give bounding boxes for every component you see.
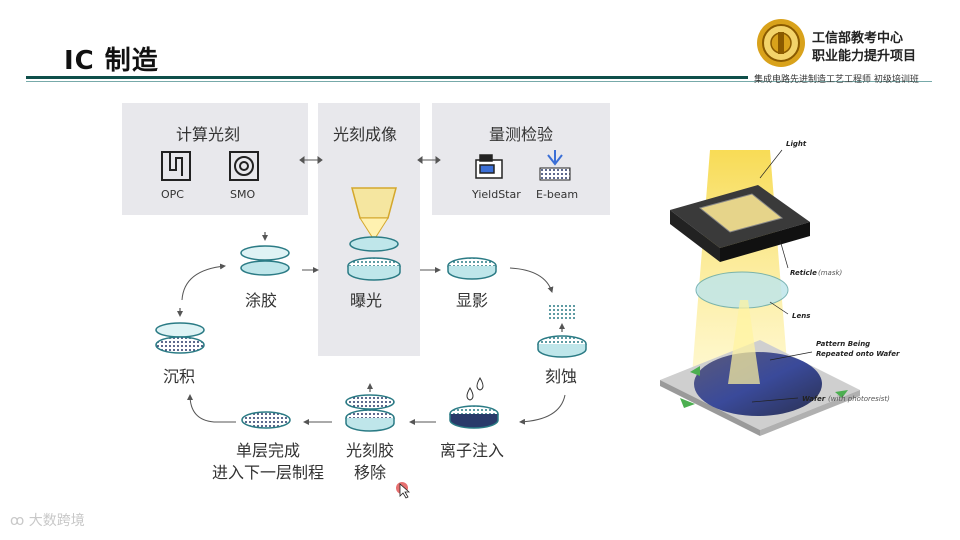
step-label-next-layer: 单层完成 进入下一层制程: [202, 440, 334, 484]
step-label-strip-line-1: 光刻胶: [345, 441, 394, 460]
deposition-wafer-icon: [155, 308, 205, 354]
org-line-1: 工信部教考中心: [812, 31, 904, 46]
coating-wafer-icon: [240, 232, 290, 276]
watermark: ꝏ 大数跨境: [10, 510, 85, 530]
mouse-cursor-icon: [396, 482, 411, 499]
develop-wafer-icon: [447, 257, 497, 280]
lithography-illustration: [660, 149, 860, 436]
tool-label-opc: OPC: [161, 188, 184, 201]
label-pattern-line-1: Pattern Being: [816, 340, 870, 348]
tool-label-ebeam: E-beam: [536, 188, 579, 201]
panel-title-computational-lithography: 计算光刻: [176, 125, 241, 144]
title-underline: [26, 76, 748, 79]
step-label-next-layer-line-1: 单层完成: [235, 441, 300, 460]
step-label-develop: 显影: [456, 291, 489, 310]
panel-metrology: [432, 103, 610, 215]
step-label-next-layer-line-2: 进入下一层制程: [211, 463, 324, 482]
emblem-logo-icon: [757, 19, 805, 67]
tool-label-smo: SMO: [230, 188, 256, 201]
title-underline-thin: [26, 81, 932, 82]
organization-name: 工信部教考中心 职业能力提升项目: [812, 30, 916, 66]
step-label-exposure: 曝光: [350, 291, 383, 310]
ebeam-icon: [539, 150, 571, 181]
label-reticle: Reticle: [790, 269, 817, 277]
panel-title-metrology: 量测检验: [489, 125, 554, 144]
panel-title-lithography-imaging: 光刻成像: [333, 125, 398, 144]
step-label-coating: 涂胶: [245, 291, 278, 310]
label-pattern-line-2: Repeated onto Wafer: [816, 350, 900, 358]
exposure-light-icon: [347, 187, 401, 281]
label-lens: Lens: [792, 312, 810, 320]
strip-wafer-icon: [345, 383, 395, 432]
panel-computational-lithography: [122, 103, 308, 215]
step-label-implant: 离子注入: [440, 441, 505, 460]
opc-icon: [161, 151, 191, 181]
step-label-deposition: 沉积: [163, 367, 196, 386]
watermark-text: 大数跨境: [28, 513, 85, 529]
tool-label-yieldstar: YieldStar: [472, 188, 521, 201]
implant-wafer-icon: [449, 377, 499, 429]
step-label-etch: 刻蚀: [545, 367, 578, 386]
label-wafer-note: (with photoresist): [828, 395, 890, 403]
label-wafer: Wafer: [802, 395, 826, 403]
smo-icon: [229, 151, 259, 181]
double-arrow-icon: [299, 156, 441, 164]
flow-arrows: [181, 263, 566, 425]
yieldstar-icon: [475, 154, 503, 179]
course-subtitle: 集成电路先进制造工艺工程师 初级培训班: [754, 75, 919, 85]
layer-done-wafer-icon: [241, 411, 291, 429]
watermark-logo-icon: ꝏ: [10, 513, 29, 529]
etch-wafer-icon: [537, 305, 587, 358]
label-reticle-note: (mask): [818, 269, 843, 277]
label-light: Light: [786, 140, 807, 148]
step-label-strip: 光刻胶 移除: [340, 440, 400, 484]
org-line-2: 职业能力提升项目: [812, 49, 917, 64]
step-label-strip-line-2: 移除: [353, 463, 386, 482]
page-title: IC 制造: [64, 46, 159, 76]
